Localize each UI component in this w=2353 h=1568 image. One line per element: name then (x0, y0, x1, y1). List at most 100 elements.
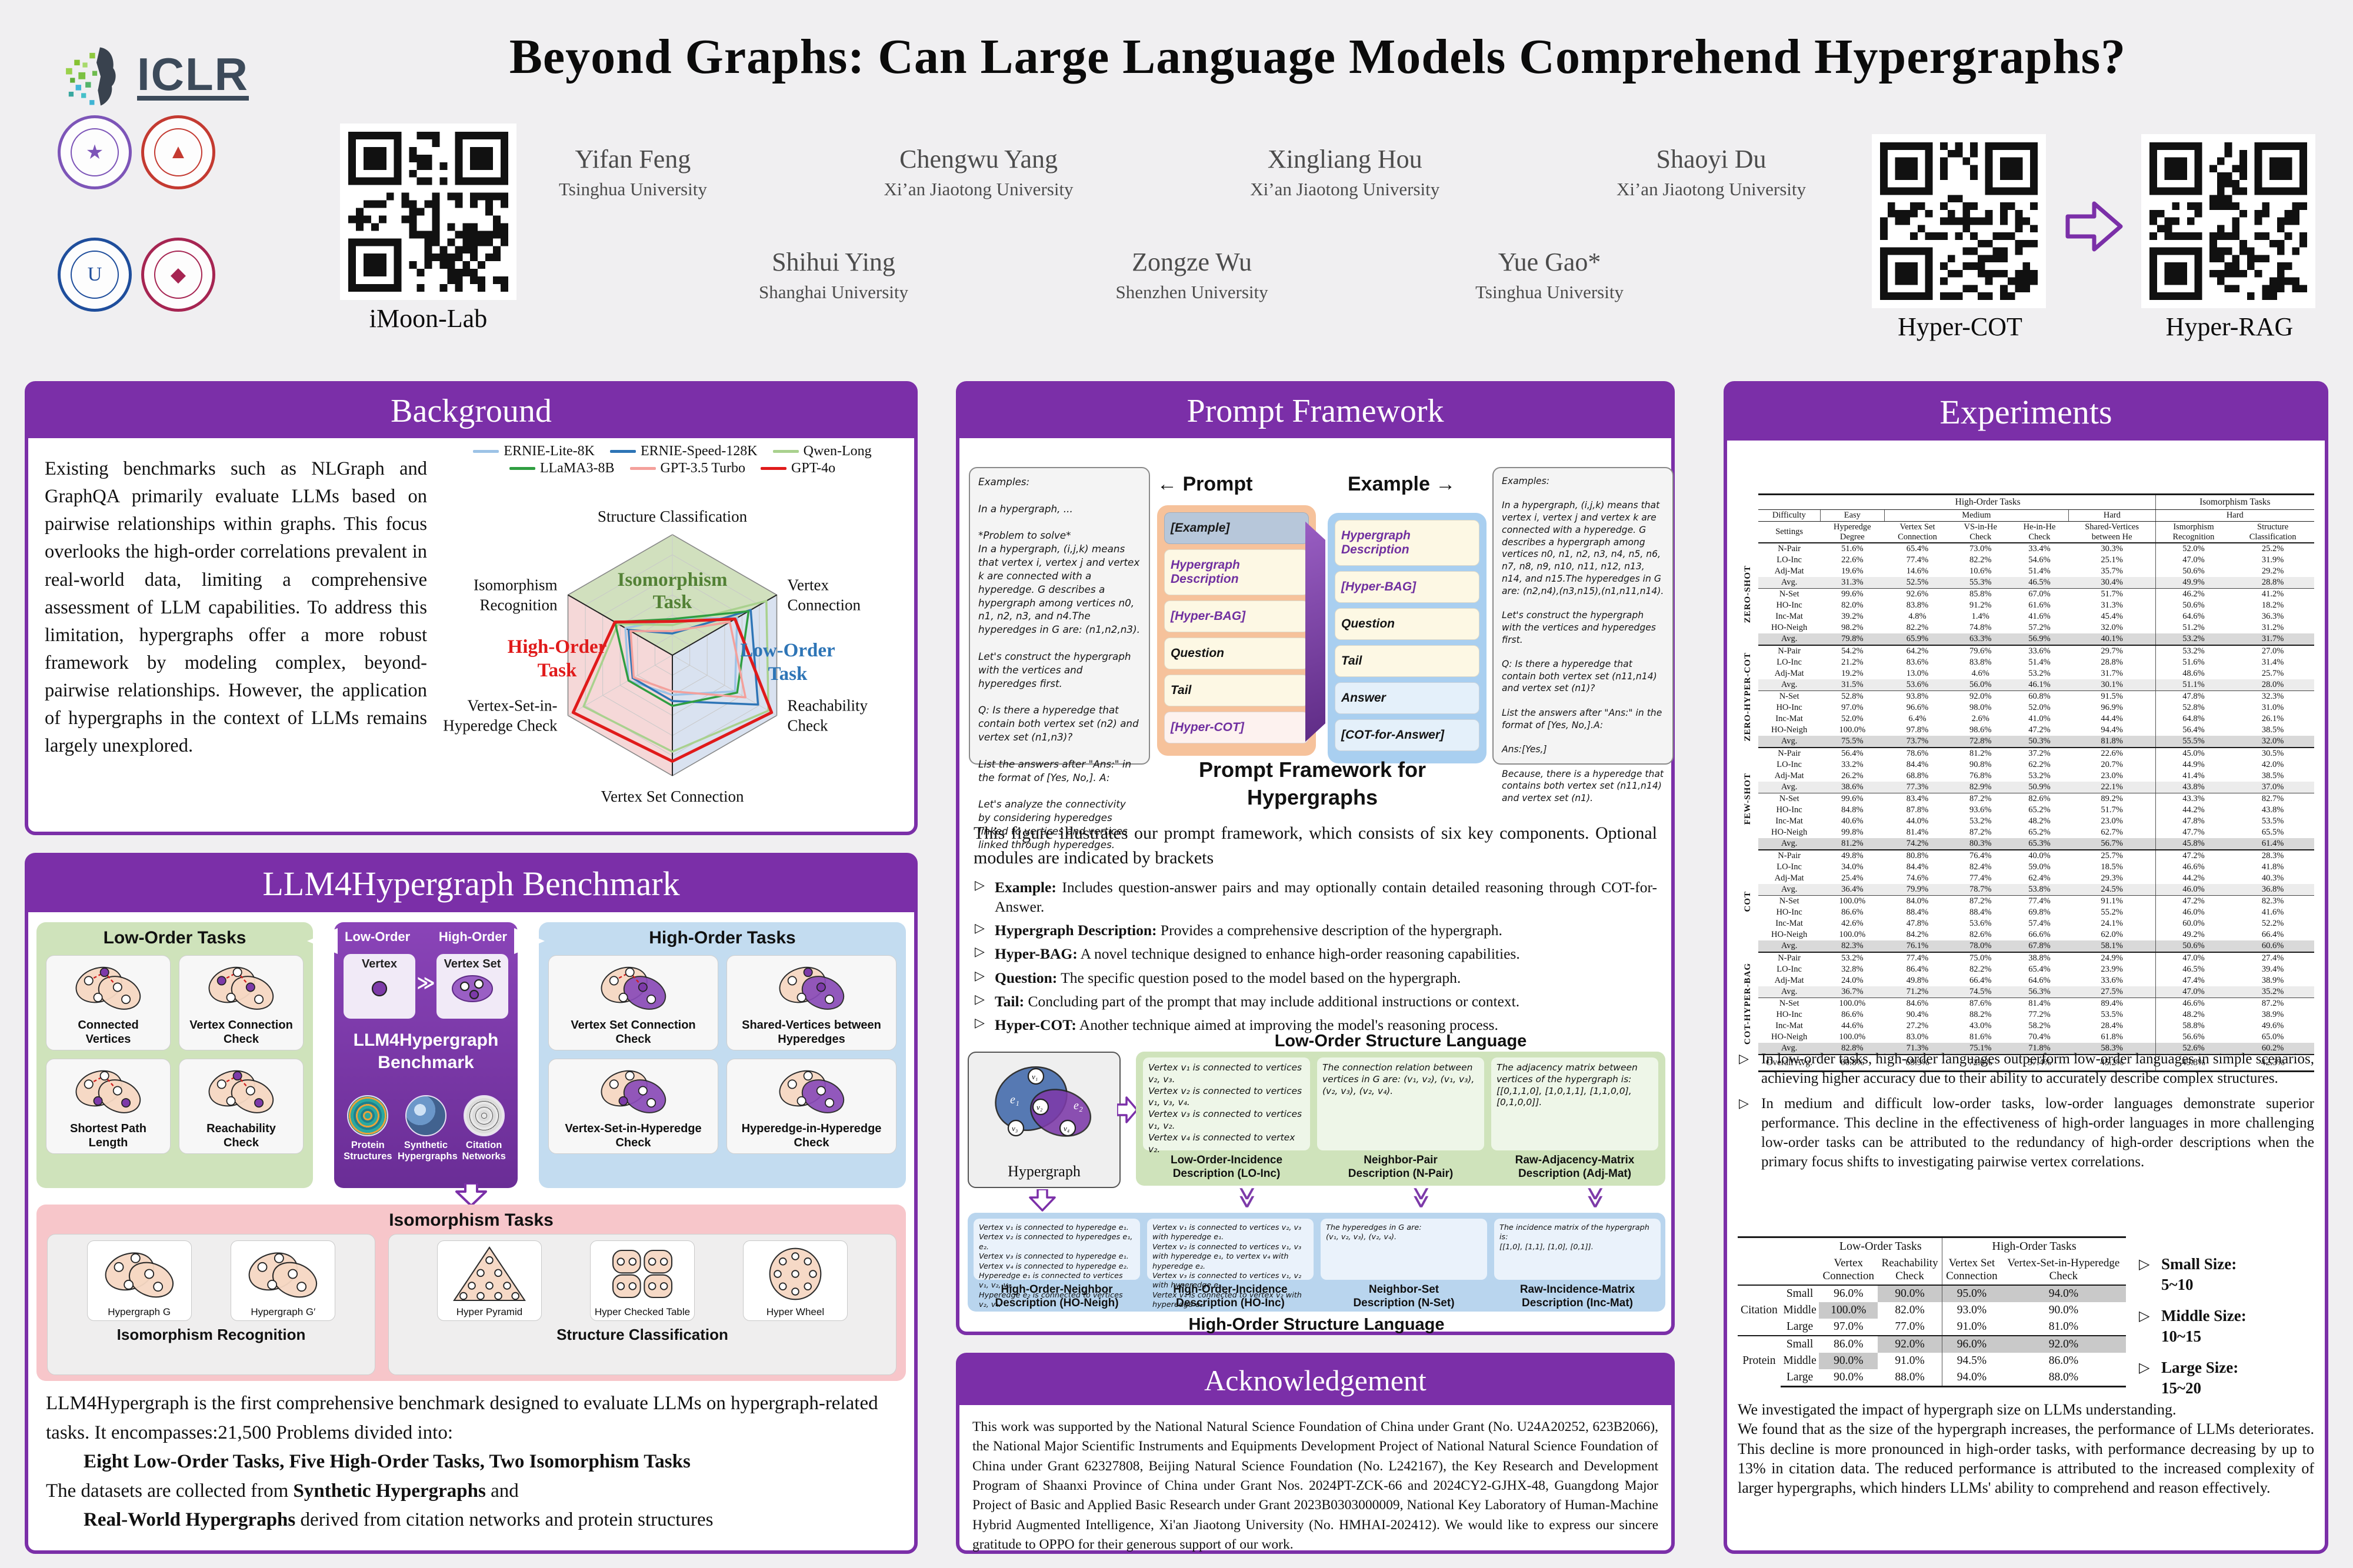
finding-item: ▷In low-order tasks, high-order language… (1739, 1051, 2315, 1086)
legend-item: LLaMA3-8B (509, 461, 615, 476)
stack-connector (1305, 521, 1325, 742)
author-affiliation: Shanghai University (759, 282, 908, 302)
prompt-module: Question (1164, 638, 1309, 669)
table-row: Avg.82.8%71.3%75.1%71.8%58.3%52.6%60.2% (1738, 1043, 2314, 1055)
chevron-down-icon: ≫ (1409, 1186, 1434, 1209)
component-item: ▷Tail: Concluding part of the prompt tha… (975, 992, 1520, 1010)
low-order-language-title: Low-Order Structure Language (1274, 1032, 1527, 1050)
hypergraph-figure-label: Hypergraph (1008, 1163, 1081, 1180)
author-affiliation: Tsinghua University (559, 179, 707, 199)
overall-row: Overall Avg.60.8%69.9%72.0%57.4%45.2%49.… (1738, 1054, 2314, 1073)
bullet-icon: ▷ (2139, 1307, 2150, 1325)
bullet-icon: ▷ (975, 921, 985, 936)
arrow-down-icon (455, 1183, 487, 1207)
prompt-stack: [Example]Hypergraph Description[Hyper-BA… (1157, 505, 1316, 756)
svg-text:Isomorphism: Isomorphism (474, 576, 558, 594)
benchmark-caption-line: LLM4Hypergraph is the first comprehensiv… (46, 1393, 878, 1443)
structure-language-column: The connection relation between vertices… (1317, 1057, 1484, 1181)
iso-card: Hypergraph G′ (231, 1240, 336, 1321)
author-affiliation: Shenzhen University (1115, 282, 1268, 302)
benchmark-caption-line: The datasets are collected from Syntheti… (46, 1480, 519, 1502)
iclr-logo-icon (66, 47, 116, 106)
table-row: Avg.36.7%71.2%74.5%56.3%27.5%47.0%35.2% (1738, 986, 2314, 998)
bullet-icon: ▷ (1739, 1096, 1749, 1111)
svg-text:Connection: Connection (788, 596, 861, 614)
author-affiliation: Xi’an Jiaotong University (1616, 179, 1806, 199)
legend-item: Qwen-Long (772, 443, 872, 459)
prompt-module: [Example] (1164, 512, 1309, 544)
svg-text:Vertex: Vertex (788, 576, 829, 594)
bullet-icon: ▷ (975, 878, 985, 893)
prompt-framework-description: This figure illustrates our prompt frame… (974, 823, 1657, 868)
table-row: Avg.75.5%73.7%72.8%50.3%81.8%55.5%32.0% (1738, 736, 2314, 748)
chevron-down-icon: ≫ (1583, 1186, 1608, 1209)
bullet-icon: ▷ (975, 1015, 985, 1030)
table-row: Avg.79.8%65.9%63.3%56.9%40.1%53.2%31.7% (1738, 633, 2314, 646)
prompt-module: Tail (1164, 675, 1309, 706)
prompt-module: Question (1335, 608, 1479, 640)
low-order-label: Low-Order (345, 929, 411, 944)
university-seals: ★ ▲ U ◆ (58, 115, 215, 351)
structure-language-card: Vertex v₁ is connected to vertices v₂, v… (1143, 1057, 1310, 1155)
benchmark-panel: LLM4Hypergraph Benchmark Low-Order Tasks… (25, 853, 918, 1554)
source-thumbnail (347, 1095, 389, 1136)
svg-text:Task: Task (653, 592, 692, 613)
prompt-module: [Hyper-BAG] (1164, 600, 1309, 632)
table-row: Avg.31.5%53.6%56.0%46.1%30.1%51.1%28.0% (1738, 679, 2314, 691)
author-affiliation: Xi’an Jiaotong University (1250, 179, 1440, 199)
prompt-module: Tail (1335, 645, 1479, 677)
experiments-findings: ▷In low-order tasks, high-order language… (1738, 1049, 2314, 1177)
prompt-label: ← Prompt (1157, 473, 1253, 495)
hypergraph-figure: e₁ e₂ v₁ v₂ v₃ v₄ Hypergraph (968, 1052, 1121, 1188)
isomorphism-tasks-title: Isomorphism Tasks (389, 1210, 554, 1230)
svg-text:Low-Order: Low-Order (740, 640, 835, 661)
author-affiliation: Xi’an Jiaotong University (884, 179, 1074, 199)
size-note: We investigated the impact of hypergraph… (1738, 1401, 2314, 1497)
acknowledgement-panel: Acknowledgement This work was supported … (956, 1353, 1675, 1554)
svg-text:v₄: v₄ (1064, 1124, 1070, 1133)
structure-language-column: The adjacency matrix between vertices of… (1491, 1057, 1658, 1181)
svg-text:v₁: v₁ (1032, 1072, 1038, 1081)
xjtu-seal: ▲ (141, 115, 215, 189)
example-stack: Hypergraph Description[Hyper-BAG]Questio… (1328, 513, 1487, 763)
background-title: Background (28, 384, 915, 438)
arrow-down-icon (1029, 1189, 1056, 1212)
prompt-framework-caption: Prompt Framework for Hypergraphs (1198, 758, 1427, 809)
structure-language-card: The connection relation between vertices… (1317, 1057, 1484, 1150)
structure-language-column: The hyperedges in G are: (v₁, v₂, v₃), (… (1321, 1219, 1487, 1310)
hyper-rag-qr-code (2149, 142, 2307, 300)
structure-language-column: Vertex v₁ is connected to vertices v₂, v… (1143, 1057, 1310, 1181)
table-row: Avg.31.3%52.5%55.3%46.5%30.4%49.9%28.8% (1738, 577, 2314, 589)
size-legend-item: ▷Small Size:5~10 (2139, 1255, 2237, 1294)
